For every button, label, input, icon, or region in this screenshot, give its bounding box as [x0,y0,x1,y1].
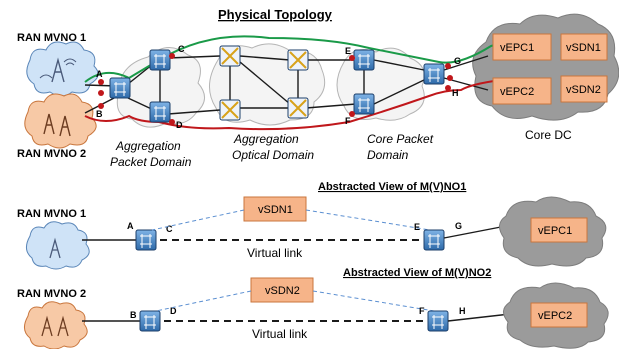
node-label-a: A [96,69,103,79]
abstract2-vepc-box [530,302,588,328]
optical-switch-icon [219,45,241,67]
switch-icon [353,93,375,115]
abstract1-vepc-box [530,217,588,243]
abstract1-vepc-label: vEPC1 [538,225,572,237]
abstract2-node-h: H [459,306,466,316]
node-label-d: D [176,120,183,130]
vsdn1-box [560,33,608,61]
switch-icon [139,310,161,332]
abstract2-control-link-right [312,290,435,312]
port-dots [98,53,453,125]
abstract2-ran-cloud [24,301,88,349]
core-dc-label: Core DC [525,128,572,142]
switch-icon [427,310,449,332]
abstract1-node-e: E [414,222,420,232]
abstract1-vsdn-box [243,196,307,222]
abstract2-virtual-link-label: Virtual link [252,327,308,341]
ran-mvno1-cloud [26,41,99,97]
abstract1-virtual-link-label: Virtual link [247,246,303,260]
node-label-b: B [96,109,103,119]
switch-icon [149,49,171,71]
node-label-h: H [452,88,459,98]
red-path-mvno2 [84,79,502,131]
node-label-g: G [454,56,461,66]
switch-icon [353,49,375,71]
node-label-e: E [345,46,351,56]
optical-switch-icon [287,97,309,119]
switch-icon [149,101,171,123]
domain-core-packet-line1: Core Packet [367,132,434,146]
vsdn1-label: vSDN1 [566,42,601,54]
abstract2-control-link-left [155,290,252,312]
abstract1-node-a: A [127,221,134,231]
switch-icon [109,77,131,99]
domain-core-packet-line2: Domain [367,148,409,162]
domain-agg-packet-line1: Aggregation [115,139,181,153]
vepc2-box [492,77,552,105]
abstract2-node-b: B [130,310,137,320]
ran-mvno1-label: RAN MVNO 1 [17,32,86,44]
switch-icon [423,229,445,251]
ran-mvno2-label: RAN MVNO 2 [17,148,86,160]
abstract1-dc-link [443,225,507,239]
vsdn2-label: vSDN2 [566,84,601,96]
abstract1-control-link-right [305,209,431,231]
diagram-title: Physical Topology [218,7,333,22]
abstract1-control-link-left [151,209,245,231]
vsdn2-box [560,75,608,103]
vepc1-label: vEPC1 [500,42,534,54]
switch-icon [423,63,445,85]
abstract1-ran-cloud [26,221,90,270]
ran-mvno2-cloud [24,93,97,149]
domain-agg-packet-line2: Packet Domain [110,155,192,169]
optical-switch-icon [287,49,309,71]
abstract1-ran-label: RAN MVNO 1 [17,208,86,220]
abstract2-vsdn-label: vSDN2 [265,285,300,297]
abstract2-dc-link [447,313,511,322]
vepc2-label: vEPC2 [500,86,534,98]
node-label-c: C [178,44,185,54]
abstract2-node-f: F [419,306,425,316]
abstract1-node-c: C [166,224,173,234]
abstract2-title: Abstracted View of M(V)NO2 [343,267,491,279]
abstract2-ran-label: RAN MVNO 2 [17,288,86,300]
abstract2-vsdn-box [250,277,314,303]
switch-icon [135,229,157,251]
domain-agg-optical-line2: Optical Domain [232,148,314,162]
abstract1-title: Abstracted View of M(V)NO1 [318,181,466,193]
vepc1-box [492,33,552,61]
abstract2-vepc-label: vEPC2 [538,310,572,322]
abstract1-vsdn-label: vSDN1 [258,204,293,216]
domain-agg-optical-line1: Aggregation [233,132,299,146]
node-label-f: F [345,116,351,126]
abstract1-node-g: G [455,221,462,231]
abstract2-node-d: D [170,306,177,316]
optical-switch-icon [219,99,241,121]
